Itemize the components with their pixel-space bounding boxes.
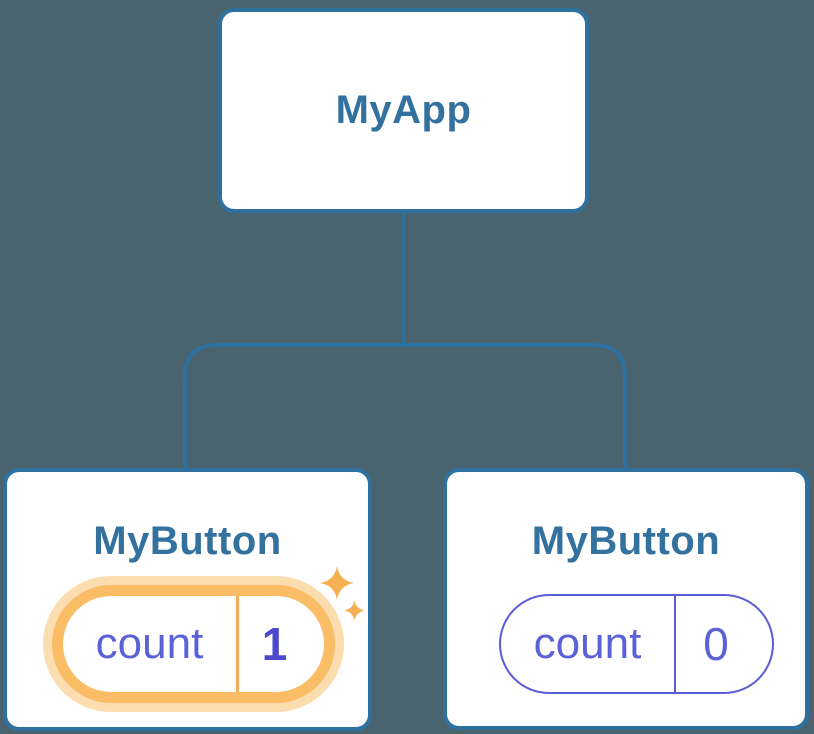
component-label-myapp: MyApp bbox=[335, 88, 472, 132]
state-pill-highlighted: count 1 bbox=[52, 585, 335, 703]
sparkle-icon-small bbox=[344, 600, 365, 621]
state-name: count bbox=[63, 596, 239, 692]
component-label-mybutton-1: MyButton bbox=[93, 519, 282, 563]
connector-branch bbox=[183, 343, 627, 469]
sparkle-icon bbox=[320, 566, 354, 600]
state-value: 0 bbox=[703, 618, 729, 670]
component-node-myapp: MyApp bbox=[218, 8, 589, 213]
component-node-mybutton-unchanged: MyButton count 0 bbox=[443, 468, 809, 730]
state-pill: count 0 bbox=[499, 594, 774, 694]
component-node-mybutton-updated: MyButton count 1 bbox=[3, 468, 372, 731]
state-name: count bbox=[501, 596, 676, 692]
component-label-mybutton-2: MyButton bbox=[531, 519, 721, 563]
state-value: 1 bbox=[261, 618, 288, 670]
